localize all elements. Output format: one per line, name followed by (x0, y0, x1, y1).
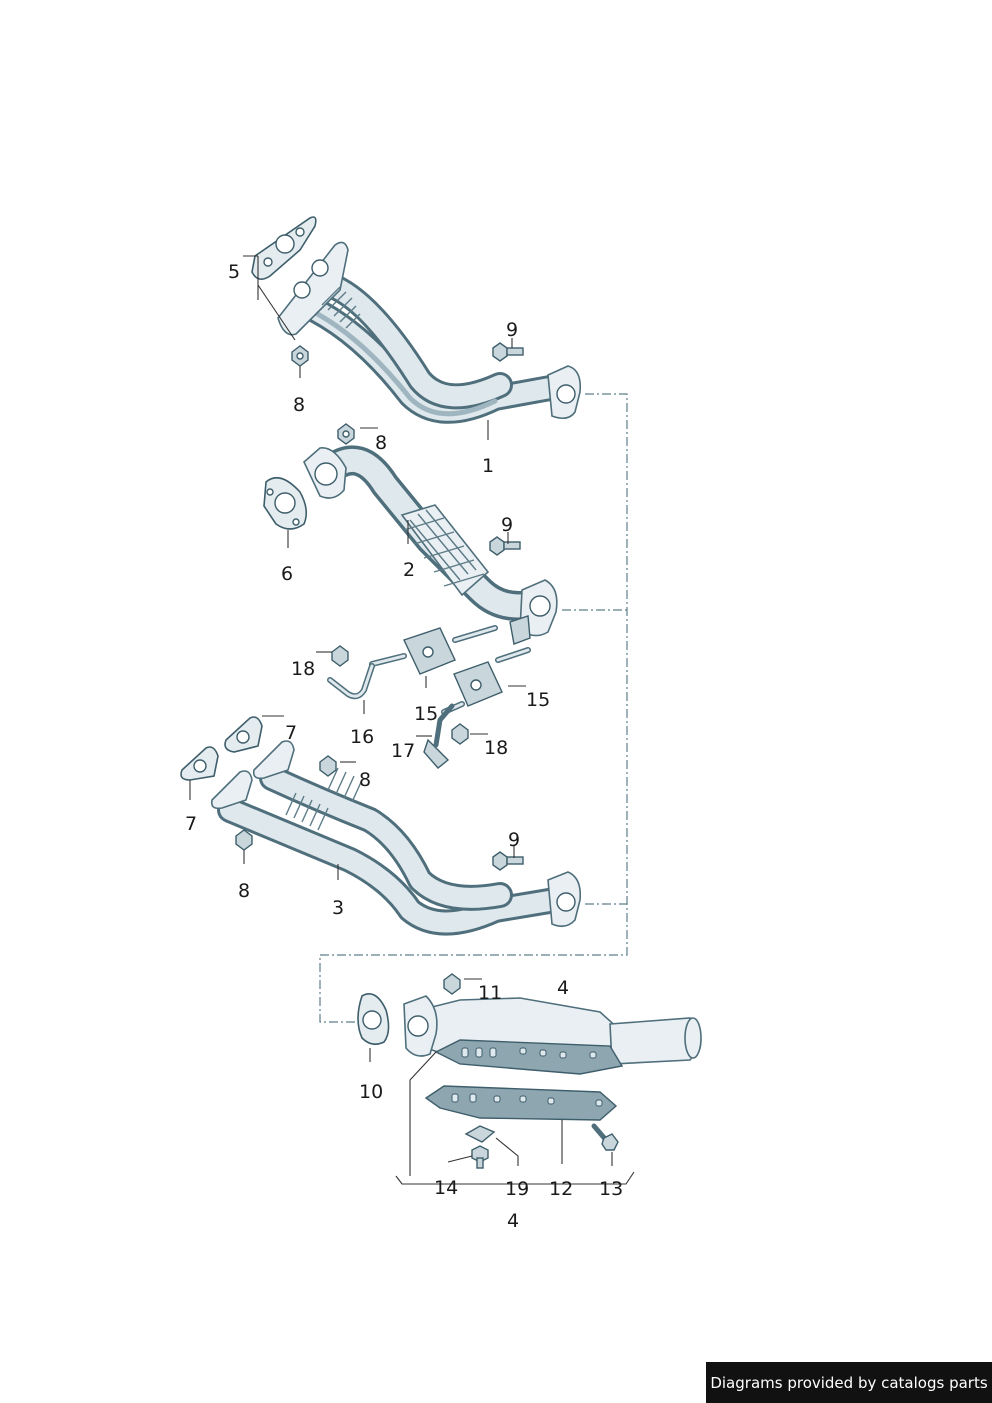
bracket-part-16 (327, 663, 375, 700)
callout-9: 9 (501, 514, 513, 536)
callout-16: 16 (350, 726, 374, 748)
bracket-part-17 (423, 703, 455, 769)
catalytic-converter-part-4 (403, 995, 702, 1075)
callout-11: 11 (478, 982, 502, 1004)
callout-7: 7 (185, 813, 197, 835)
heat-shield-part-12 (424, 1085, 618, 1121)
gasket-part-6 (263, 476, 308, 530)
bolt-part-14 (471, 1145, 489, 1169)
callout-14: 14 (434, 1177, 458, 1199)
callout-10: 10 (359, 1081, 383, 1103)
callout-18: 18 (291, 658, 315, 680)
callout-15: 15 (414, 703, 438, 725)
diagram-credit-badge: Diagrams provided by catalogs parts (706, 1362, 992, 1403)
nut-part-8-top (291, 345, 309, 367)
callout-4: 4 (507, 1210, 519, 1232)
hanger-rods (369, 625, 531, 715)
nut-part-8-third (319, 755, 337, 777)
rubber-mount-part-15-right (453, 661, 503, 707)
rubber-mount-part-15-left (403, 627, 456, 675)
callout-9: 9 (506, 319, 518, 341)
nut-part-8-fourth (235, 829, 253, 851)
bolt-part-9-third (492, 851, 524, 871)
callout-13: 13 (599, 1178, 623, 1200)
nut-part-18-left (331, 645, 349, 667)
callout-12: 12 (549, 1178, 573, 1200)
callout-19: 19 (505, 1178, 529, 1200)
front-pipe-part-3 (210, 740, 582, 936)
callout-18: 18 (484, 737, 508, 759)
callout-6: 6 (281, 563, 293, 585)
callout-4: 4 (557, 977, 569, 999)
callout-7: 7 (285, 722, 297, 744)
callout-8: 8 (238, 880, 250, 902)
front-pipe-part-1 (277, 241, 582, 424)
callout-9: 9 (508, 829, 520, 851)
gasket-part-7-upper (224, 716, 263, 753)
flex-pipe-part-2 (303, 445, 558, 645)
gasket-part-7-lower (180, 746, 219, 781)
leader-lines (189, 255, 635, 1185)
gasket-part-10 (357, 993, 390, 1046)
diagram-credit-text: Diagrams provided by catalogs parts (710, 1373, 988, 1392)
bolt-part-9-second (489, 536, 521, 556)
bolt-part-9-top (492, 342, 524, 362)
nut-part-11 (443, 973, 461, 995)
bolt-part-13 (591, 1123, 619, 1151)
clip-part-19 (464, 1125, 496, 1143)
callout-8: 8 (293, 394, 305, 416)
callout-2: 2 (403, 559, 415, 581)
callout-3: 3 (332, 897, 344, 919)
callout-8: 8 (359, 769, 371, 791)
callout-5: 5 (228, 261, 240, 283)
callout-15: 15 (526, 689, 550, 711)
assembly-connection-lines (319, 393, 628, 1023)
callout-8: 8 (375, 432, 387, 454)
callout-1: 1 (482, 455, 494, 477)
nut-part-18-right (451, 723, 469, 745)
callout-17: 17 (391, 740, 415, 762)
gasket-part-5 (251, 216, 317, 280)
callout-labels: 5 8 9 1 8 6 2 9 18 16 15 15 17 18 7 7 8 … (185, 261, 623, 1232)
nut-part-8-second (337, 423, 355, 445)
